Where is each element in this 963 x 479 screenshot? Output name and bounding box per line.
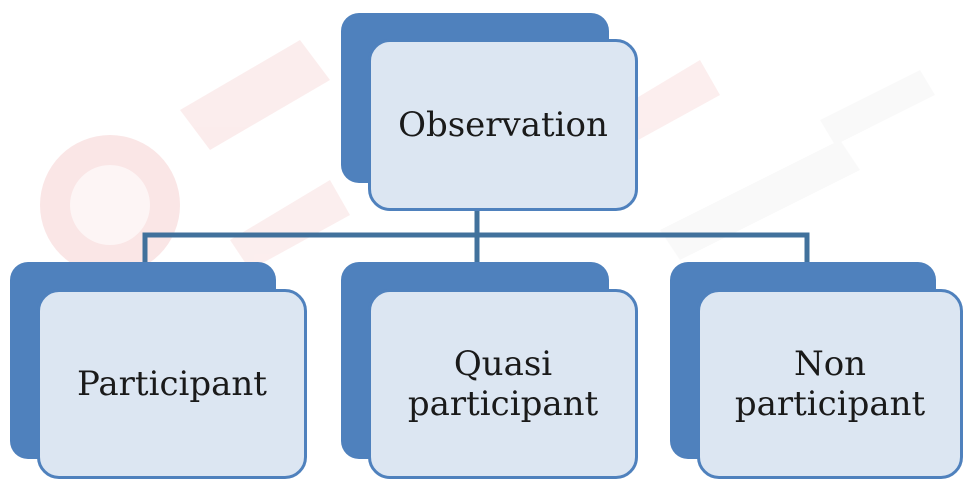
node-participant: Participant [10, 262, 310, 479]
node-participant-box: Participant [37, 289, 307, 479]
node-quasi-participant-box: Quasi participant [368, 289, 638, 479]
node-non-participant-label-line1: Non [793, 344, 867, 384]
node-observation-label: Observation [398, 105, 608, 145]
node-non-participant: Non participant [670, 262, 963, 479]
node-quasi-participant: Quasi participant [341, 262, 641, 479]
node-quasi-participant-label-line2: participant [407, 384, 599, 424]
node-non-participant-box: Non participant [697, 289, 963, 479]
node-participant-label: Participant [77, 364, 267, 404]
connector-lines [142, 207, 810, 265]
node-non-participant-label-line2: participant [734, 384, 926, 424]
node-observation: Observation [341, 13, 641, 213]
node-observation-box: Observation [368, 39, 638, 211]
node-quasi-participant-label-line1: Quasi [453, 344, 553, 384]
